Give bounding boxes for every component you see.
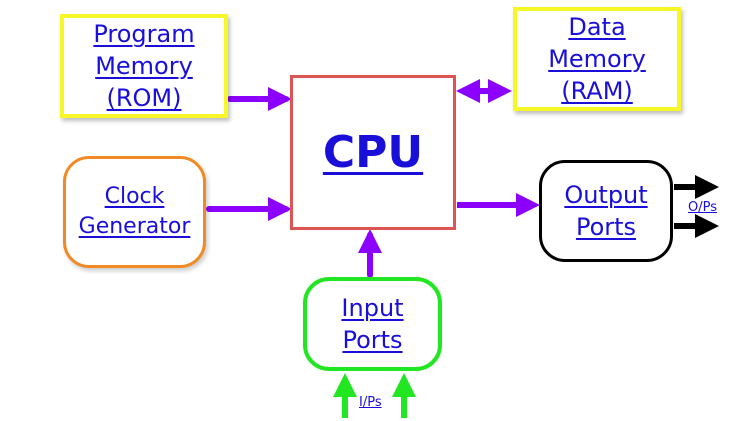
cpu-label[interactable]: CPU	[322, 127, 424, 178]
clock-generator-label-line1[interactable]: Clock	[104, 184, 165, 209]
program-memory-label-line1[interactable]: Program	[93, 20, 195, 48]
clock-generator-label-line2[interactable]: Generator	[78, 214, 191, 239]
output-ports-label-line1[interactable]: Output	[564, 181, 648, 209]
program-memory-label-line2[interactable]: Memory	[95, 52, 193, 80]
data-memory-block: Data Memory (RAM)	[513, 7, 681, 111]
input-ports-label-line2[interactable]: Ports	[342, 326, 403, 354]
outputs-label[interactable]: O/Ps	[688, 200, 717, 215]
input-ports-block: Input Ports	[303, 277, 442, 371]
cpu-block: CPU	[290, 75, 456, 230]
inputs-label[interactable]: I/Ps	[359, 395, 382, 410]
data-memory-label-line2[interactable]: Memory	[548, 45, 646, 73]
output-ports-label-line2[interactable]: Ports	[575, 213, 637, 241]
program-memory-label-line3[interactable]: (ROM)	[106, 84, 182, 112]
program-memory-block: Program Memory (ROM)	[60, 14, 228, 118]
clock-generator-block: Clock Generator	[63, 156, 206, 268]
output-ports-block: Output Ports	[539, 160, 673, 262]
data-memory-label-line3[interactable]: (RAM)	[561, 77, 633, 105]
data-memory-label-line1[interactable]: Data	[568, 13, 626, 41]
input-ports-label-line1[interactable]: Input	[341, 294, 404, 322]
